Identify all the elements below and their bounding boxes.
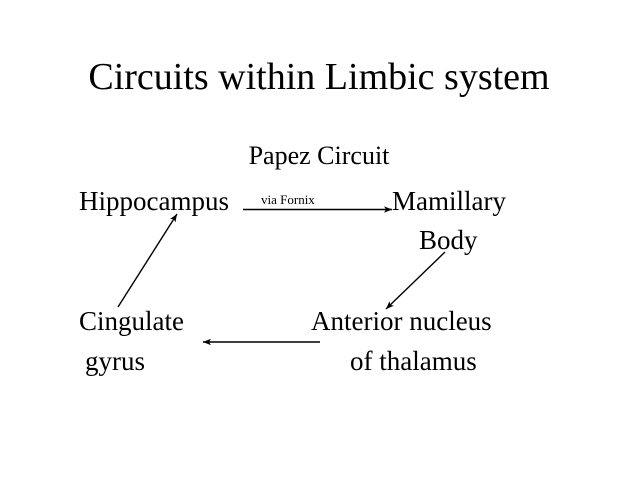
page-title: Circuits within Limbic system xyxy=(88,56,550,98)
node-cingulate-gyrus: gyrus xyxy=(85,346,145,376)
arrow-cingulate-to-hippocampus xyxy=(117,213,178,308)
node-anterior-nucleus: Anterior nucleus xyxy=(311,306,492,336)
node-mamillary: Mamillary xyxy=(392,186,506,216)
node-hippocampus: Hippocampus xyxy=(79,186,229,216)
node-mamillary-body: Body xyxy=(419,225,478,255)
edge-label-via-fornix: via Fornix xyxy=(261,192,315,207)
node-of-thalamus: of thalamus xyxy=(350,346,477,376)
node-cingulate: Cingulate xyxy=(79,306,184,336)
arrow-mamillary-body-to-anterior-nucleus xyxy=(385,251,446,310)
diagram-subtitle: Papez Circuit xyxy=(248,141,390,170)
